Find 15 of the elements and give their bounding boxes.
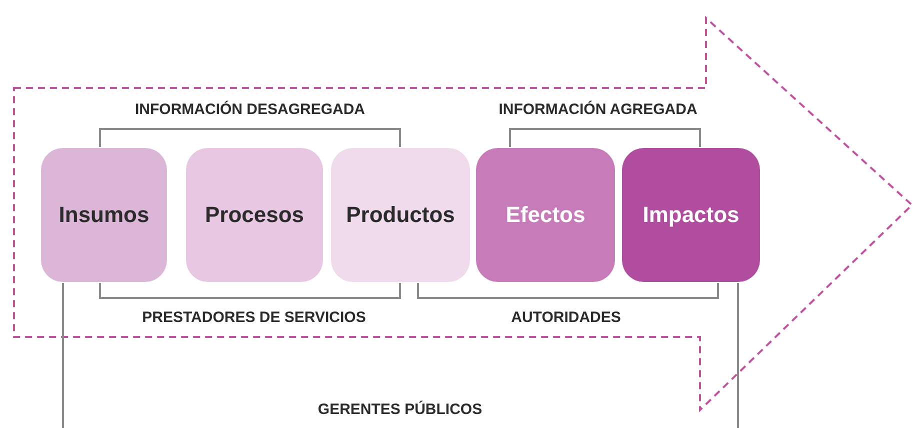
group-label: AUTORIDADES [511,309,621,327]
stage-box [476,148,615,282]
stage-box [41,148,167,282]
stage-label: Productos [346,202,455,228]
group-label: INFORMACIÓN DESAGREGADA [135,101,365,119]
group-label: GERENTES PÚBLICOS [318,401,482,419]
group-label: INFORMACIÓN AGREGADA [498,101,698,119]
stage-box [331,148,470,282]
stage-box [622,148,760,282]
stage-label: Procesos [204,202,304,228]
stage-label: Insumos [58,202,150,228]
stage-label: Efectos [506,202,586,228]
stage-box [186,148,323,282]
stage-label: Impactos [642,202,740,228]
group-label: PRESTADORES DE SERVICIOS [142,309,366,327]
